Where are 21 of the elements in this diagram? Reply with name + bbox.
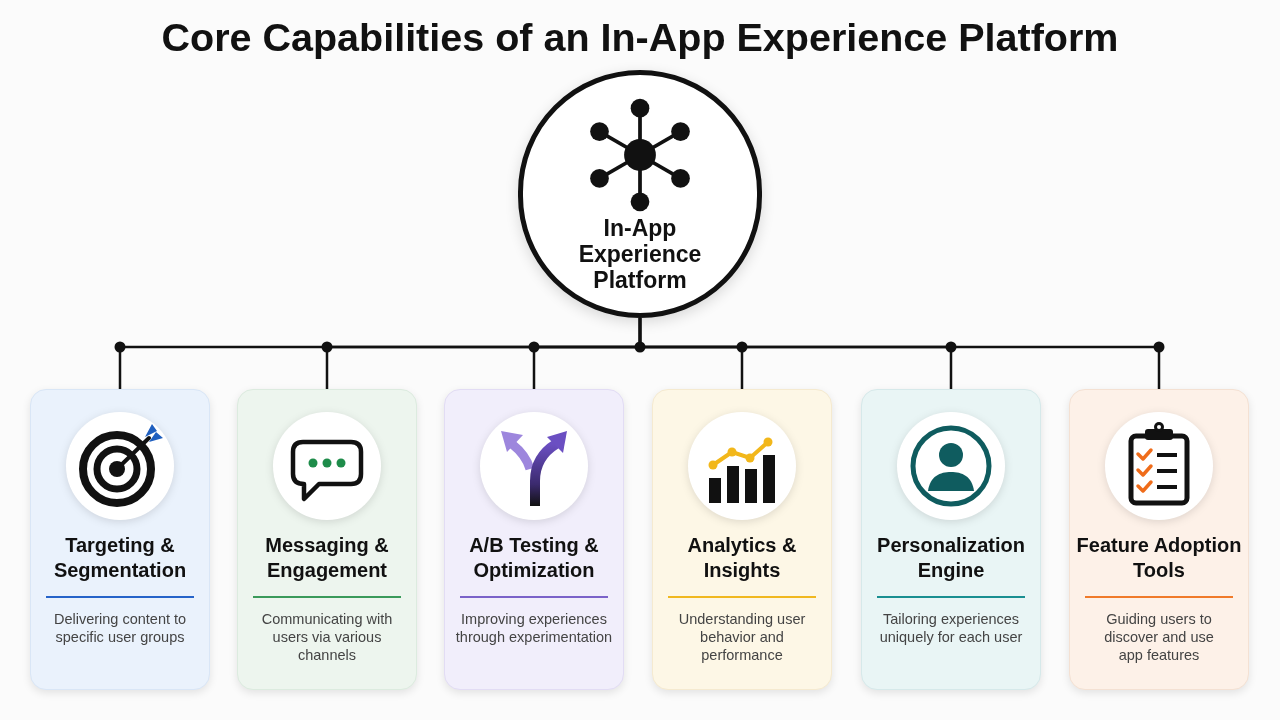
card-title: Analytics & Insights bbox=[686, 533, 798, 583]
card-title: Feature Adoption Tools bbox=[1075, 533, 1243, 583]
card-description: Delivering content to specific user groups bbox=[52, 610, 188, 646]
connector-line bbox=[638, 318, 1161, 389]
card-description: Improving experiences through experimentation bbox=[454, 610, 614, 646]
hub-label: In-App Experience Platform bbox=[577, 215, 703, 293]
capability-card bbox=[30, 389, 210, 690]
card-title: A/B Testing & Optimization bbox=[468, 533, 600, 583]
card-description: Tailoring experiences uniquely for each user bbox=[878, 610, 1024, 646]
card-description: Communicating with users via various channels bbox=[260, 610, 394, 664]
card-title: Personalization Engine bbox=[876, 533, 1026, 583]
card-description: Guiding users to discover and use app features bbox=[1103, 610, 1215, 664]
card-title: Messaging & Engagement bbox=[264, 533, 390, 583]
capability-card bbox=[1069, 389, 1249, 690]
capability-card bbox=[237, 389, 417, 690]
capability-card bbox=[652, 389, 832, 690]
card-title: Targeting & Segmentation bbox=[52, 533, 188, 583]
card-description: Understanding user behavior and performance bbox=[677, 610, 807, 664]
capability-card bbox=[861, 389, 1041, 690]
diagram-title: Core Capabilities of an In-App Experience Platform bbox=[161, 14, 1119, 60]
capability-card bbox=[444, 389, 624, 690]
